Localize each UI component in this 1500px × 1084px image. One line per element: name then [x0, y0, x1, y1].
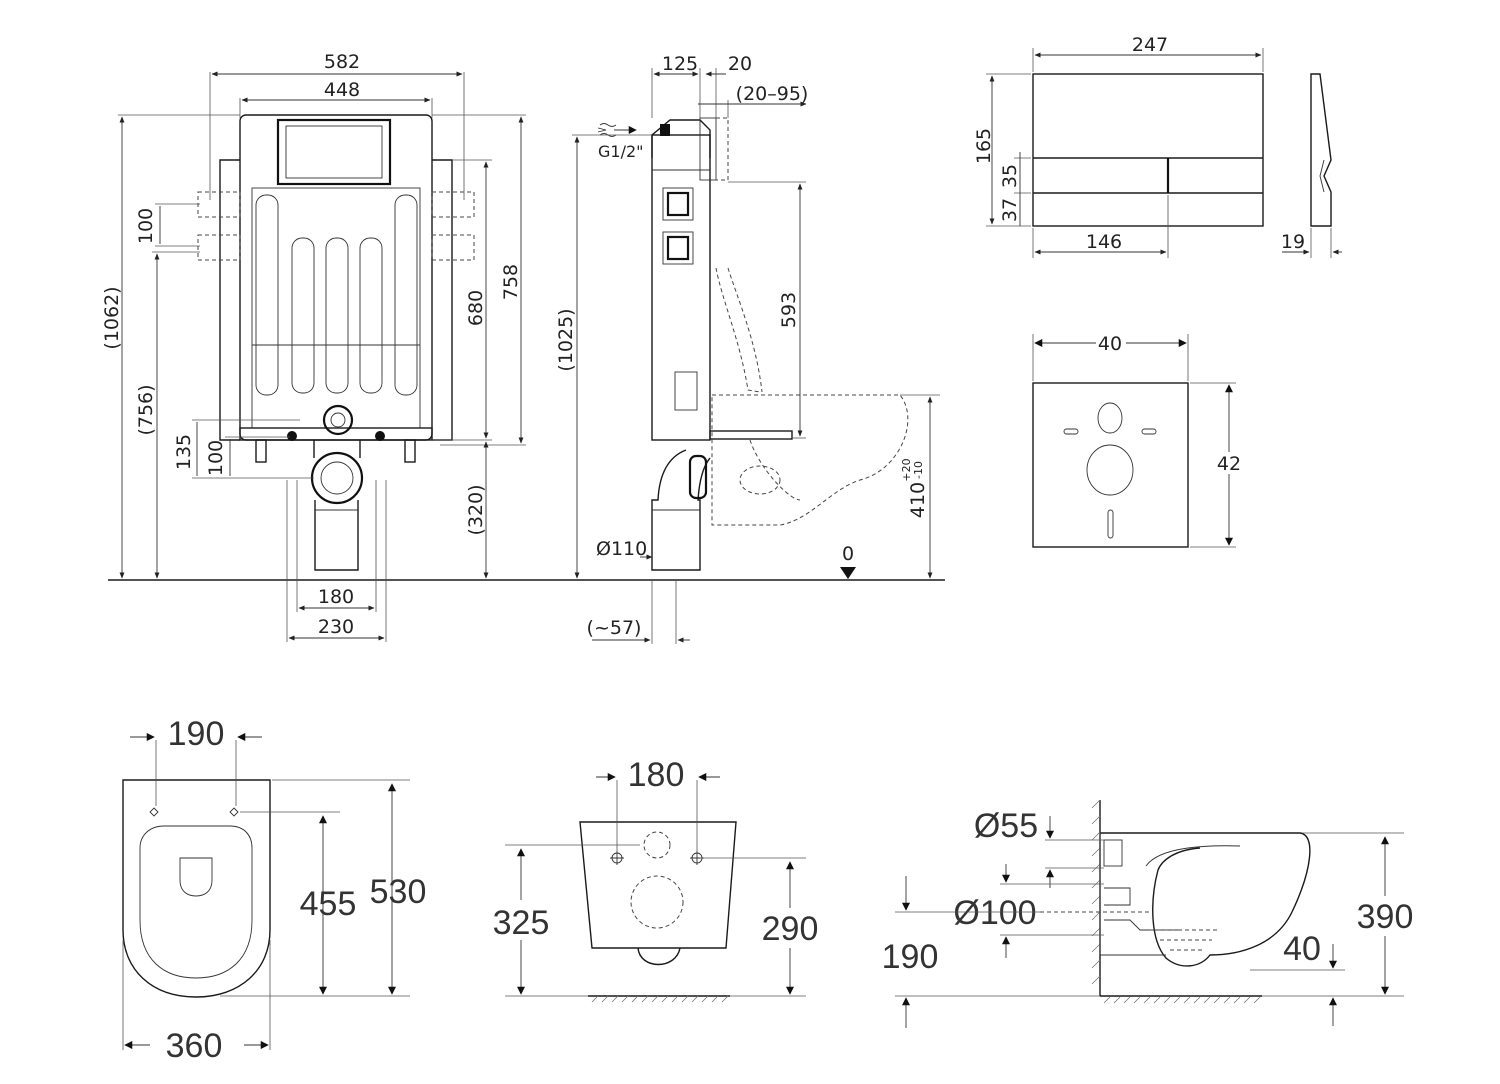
dim-180-back: 180 — [628, 756, 685, 794]
dim-20: 20 — [728, 53, 752, 75]
bowl-side-view: Ø55 Ø100 190 390 40 — [882, 799, 1418, 1028]
dim-410-tol-plus: +20 — [900, 458, 913, 481]
frame-side-body — [651, 134, 711, 441]
bowl-top-view: 190 455 530 360 — [122, 715, 427, 1065]
frame-front-view: 582 448 (1062) (756) 100 135 100 680 758 — [101, 51, 945, 642]
dim-125: 125 — [662, 53, 698, 75]
dim-20-95: (20–95) — [736, 83, 809, 105]
floor-zero-label: 0 — [842, 543, 854, 565]
dim-100-bottom: 100 — [205, 440, 227, 476]
frame-side-view: G1/2" 125 20 (20–95) (1025) 593 410 — [555, 53, 940, 644]
cistern-window — [276, 118, 392, 186]
dim-680: 680 — [465, 290, 487, 326]
dim-410: 410 — [907, 482, 929, 518]
dim-758: 758 — [500, 264, 522, 300]
dim-190-side: 190 — [882, 938, 939, 976]
dim-1025: (1025) — [555, 308, 577, 371]
dim-40-mat: 40 — [1098, 333, 1122, 355]
dim-320: (320) — [465, 484, 487, 535]
bowl-back-view: 180 325 290 — [486, 756, 828, 1003]
dim-d55: Ø55 — [974, 807, 1038, 845]
dim-290: 290 — [762, 910, 819, 948]
dim-190-top: 190 — [168, 715, 225, 753]
dim-146: 146 — [1086, 231, 1122, 253]
dim-165: 165 — [973, 128, 995, 164]
floor-zero-marker — [840, 567, 856, 579]
dim-390: 390 — [1357, 898, 1414, 936]
dim-42-mat: 42 — [1217, 453, 1241, 475]
bowl-back-outline — [579, 821, 737, 949]
dim-35: 35 — [999, 164, 1021, 188]
dim-455: 455 — [300, 885, 357, 923]
frame-body — [239, 114, 433, 441]
flush-plate-view: 247 165 35 37 146 19 — [973, 34, 1342, 258]
dim-d110: Ø110 — [596, 538, 647, 560]
dim-1062: (1062) — [101, 286, 123, 349]
dim-582: 582 — [324, 51, 360, 73]
flush-plate-profile — [1310, 73, 1332, 227]
dim-530: 530 — [370, 873, 427, 911]
dim-40-side: 40 — [1283, 930, 1321, 968]
flush-plate-body — [1032, 73, 1264, 227]
inlet-label: G1/2" — [598, 142, 644, 161]
dim-100-top: 100 — [135, 208, 157, 244]
dim-135: 135 — [173, 434, 195, 470]
dim-448: 448 — [324, 79, 360, 101]
dim-360: 360 — [166, 1027, 223, 1065]
dim-d100: Ø100 — [953, 894, 1036, 932]
dim-756: (756) — [135, 384, 157, 435]
dim-19: 19 — [1281, 231, 1305, 253]
dim-325: 325 — [493, 904, 550, 942]
bowl-side-outline — [1100, 832, 1311, 967]
dim-230-drain: 230 — [318, 616, 354, 638]
dim-247: 247 — [1132, 34, 1168, 56]
sound-mat-view: 40 42 — [1032, 333, 1245, 548]
dim-180-drain: 180 — [318, 586, 354, 608]
bowl-top-outline — [122, 779, 271, 998]
dim-57: (~57) — [587, 617, 642, 639]
dim-410-tol-minus: -10 — [912, 461, 925, 479]
dim-37: 37 — [999, 198, 1021, 222]
dim-593: 593 — [778, 292, 800, 328]
sound-mat-body — [1032, 382, 1189, 548]
